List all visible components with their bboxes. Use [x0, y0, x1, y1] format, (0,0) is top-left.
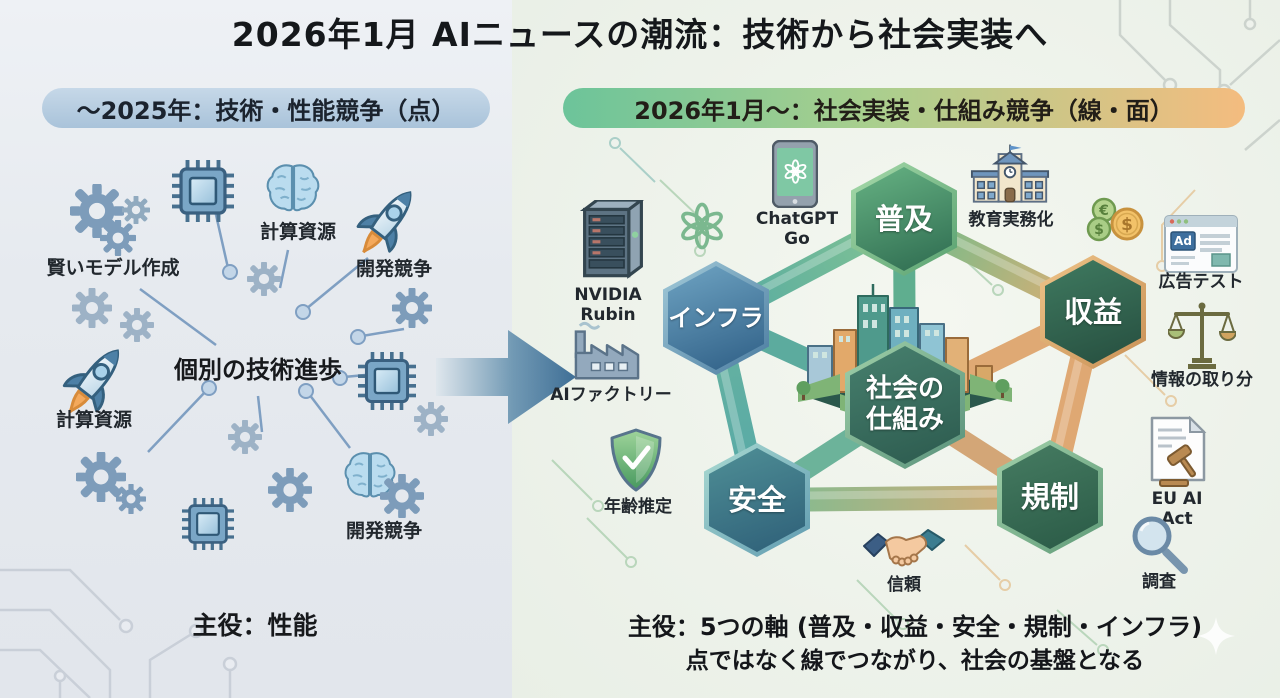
ad-window-icon: [1164, 214, 1238, 274]
label-ad-test: 広告テスト: [1158, 272, 1244, 292]
left-era-header: ～2025年：技術・性能競争（点）: [42, 88, 490, 128]
gear-icon: [392, 288, 432, 328]
label-compute-top: 計算資源: [259, 221, 336, 243]
label-smart-model: 賢いモデル作成: [46, 257, 180, 279]
label-chatgpt-go: ChatGPT Go: [755, 209, 839, 249]
right-footer-line1: 主役：5つの軸 (普及・収益・安全・規制・インフラ): [627, 613, 1203, 641]
right-footer-line2: 点ではなく線でつながり、社会の基盤となる: [685, 648, 1145, 674]
hexagon-infra-label: インフラ: [668, 303, 764, 332]
label-education: 教育実務化: [968, 210, 1054, 230]
coins-icon: [1086, 196, 1150, 252]
hexagon-adoption-label: 普及: [874, 201, 933, 236]
handshake-icon: [862, 522, 946, 576]
radiating-lines: [139, 205, 409, 453]
hexagon-infra: インフラ: [663, 261, 769, 375]
label-eu-ai-act: EU AI Act: [1151, 489, 1203, 529]
label-trust: 信頼: [887, 575, 921, 595]
hexagon-regulation-label: 規制: [1020, 479, 1079, 514]
scales-icon: [1168, 300, 1236, 372]
gear-icon: [116, 484, 146, 514]
circuit-trace-icon: [551, 137, 1196, 656]
chip-icon: [358, 352, 416, 410]
brain-icon: [264, 162, 322, 214]
label-age-estimation: 年齢推定: [604, 497, 672, 517]
hexagon-revenue-label: 収益: [1063, 294, 1122, 329]
label-survey: 調査: [1142, 572, 1176, 592]
factory-icon: [566, 318, 648, 386]
document-gavel-icon: [1142, 416, 1210, 490]
hexagon-safety-label: 安全: [727, 482, 786, 517]
gear-icon: [120, 308, 154, 342]
openai-logo-icon: [678, 202, 726, 250]
right-era-header: 2026年1月～：社会実装・仕組み競争（線・面）: [563, 88, 1245, 128]
label-compute-mid: 計算資源: [55, 409, 132, 431]
hexagon-social-system: 社会の 仕組み: [845, 341, 965, 469]
label-dev-race-bottom: 開発競争: [345, 520, 422, 542]
shield-check-icon: [606, 428, 666, 494]
hexagon-safety: 安全: [704, 443, 810, 557]
chip-icon: [172, 160, 234, 222]
page-title: 2026年1月 AIニュースの潮流：技術から社会実装へ: [231, 15, 1049, 54]
gear-icon: [247, 262, 281, 296]
gear-icon: [228, 420, 262, 454]
magnifier-icon: [1126, 510, 1192, 578]
gear-icon: [380, 474, 424, 518]
smartphone-icon: [772, 140, 818, 208]
hexagon-social-system-line1: 社会の: [865, 373, 944, 404]
label-nvidia-rubin: NVIDIA Rubin: [574, 285, 642, 325]
label-info-share: 情報の取り分: [1151, 370, 1253, 390]
left-center-label: 個別の技術進歩: [174, 356, 342, 384]
left-footer: 主役：性能: [192, 611, 318, 640]
chip-icon: [182, 498, 234, 550]
circuit-trace-icon: [0, 568, 238, 698]
sparkle-icon: [1197, 617, 1235, 655]
hexagon-social-system-line2: 仕組み: [865, 405, 944, 435]
gear-icon: [268, 468, 312, 512]
gear-icon: [72, 288, 112, 328]
gear-icon: [100, 220, 136, 256]
label-ai-factory: AIファクトリー: [550, 385, 672, 405]
server-rack-icon: [578, 200, 648, 282]
school-icon: [970, 142, 1050, 208]
arrow-right-icon: [436, 330, 576, 424]
label-dev-race-top: 開発競争: [355, 258, 432, 280]
hexagon-adoption: 普及: [851, 162, 957, 276]
